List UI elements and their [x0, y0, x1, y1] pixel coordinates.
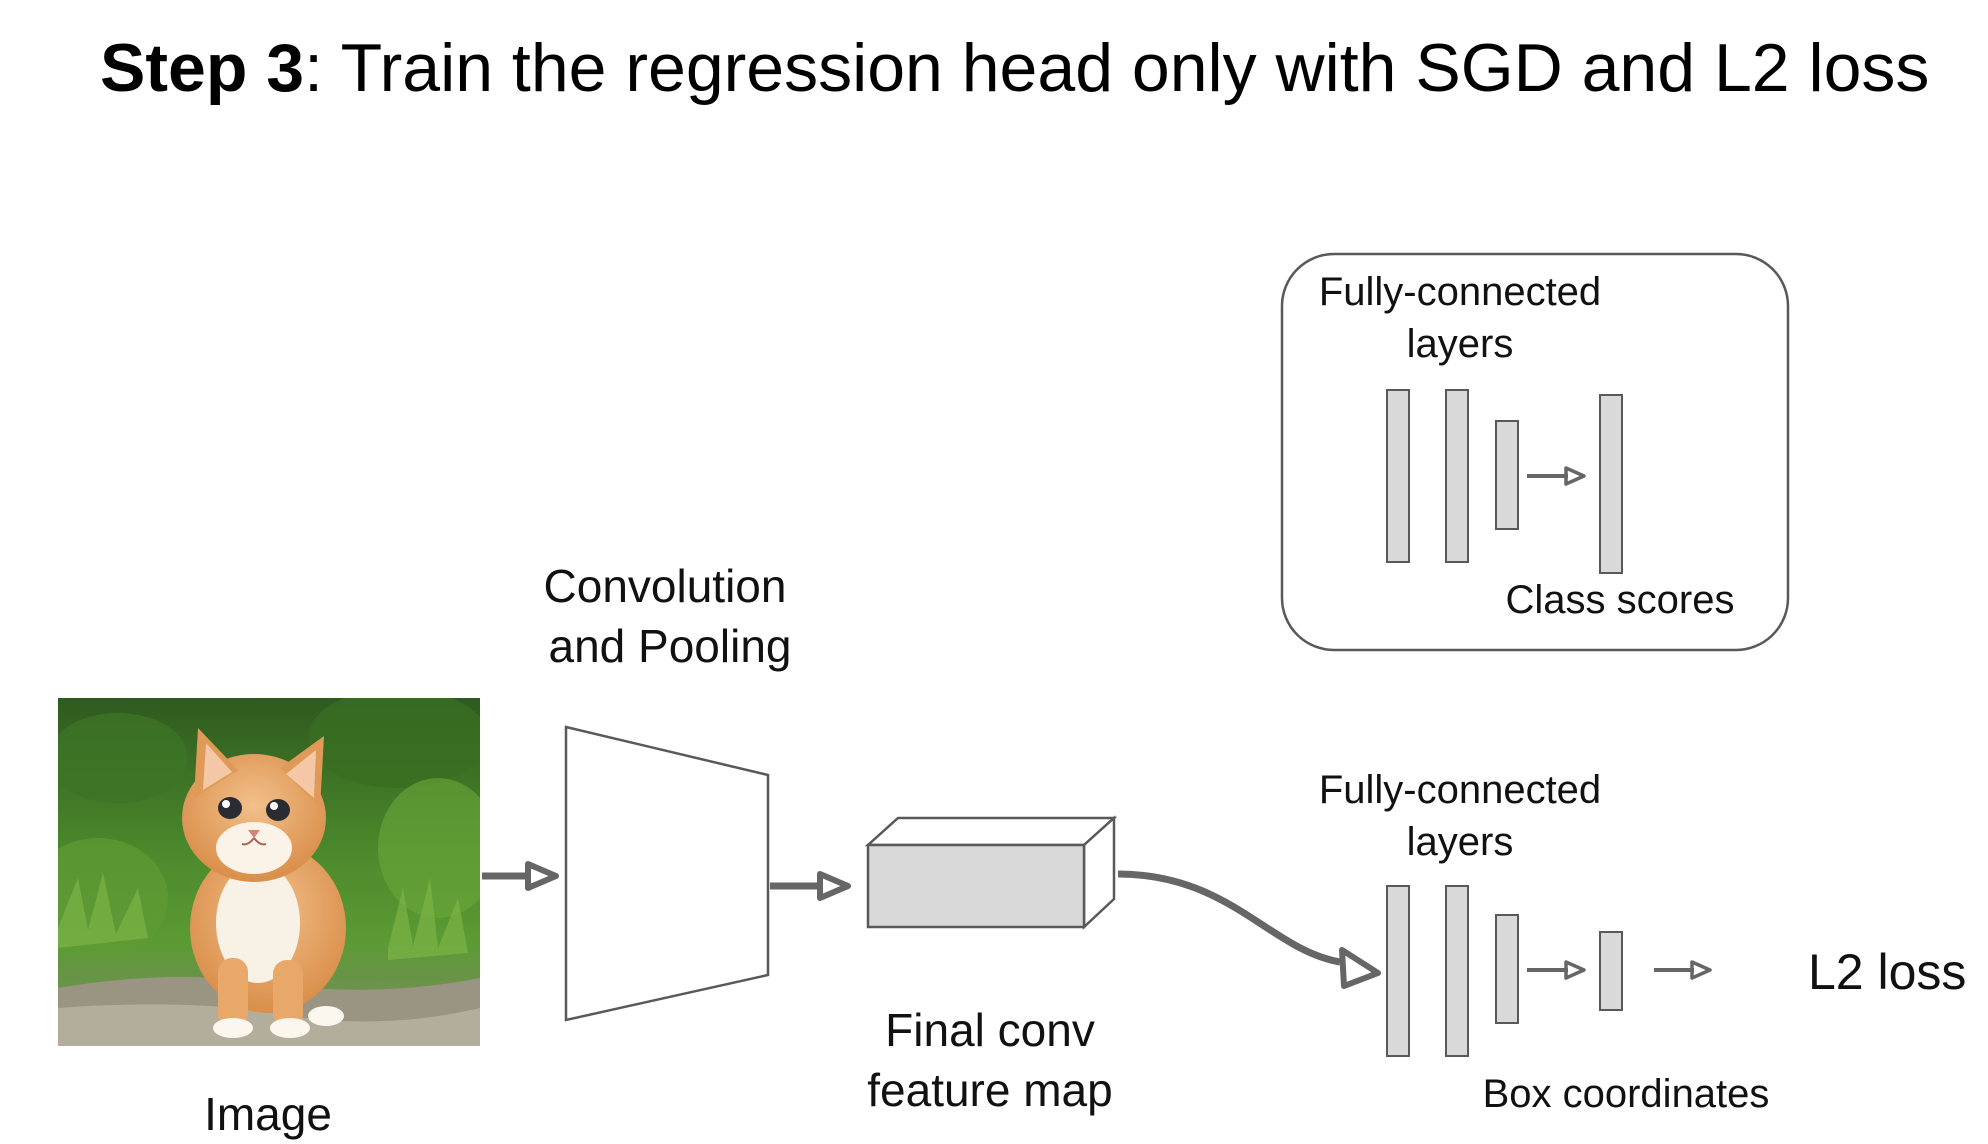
title-step: Step 3 — [100, 30, 305, 106]
image-label: Image — [204, 1088, 332, 1140]
arrow-image-to-conv — [482, 861, 559, 891]
feature-label-line2: feature map — [867, 1064, 1113, 1116]
arrow-box-to-loss — [1654, 960, 1712, 980]
feature-label-line1: Final conv — [885, 1004, 1095, 1056]
conv-pool-trapezoid — [564, 725, 770, 1022]
fc-top-bar-2 — [1445, 389, 1469, 563]
feature-map-box — [864, 815, 1118, 930]
kitten-illustration — [58, 698, 480, 1046]
box-coordinates-label: Box coordinates — [1482, 1072, 1770, 1116]
arrow-fc-top-to-scores — [1527, 466, 1586, 486]
fc-bottom-label-line2: layers — [1406, 820, 1514, 864]
fc-top-label-line1: Fully-connected — [1318, 270, 1602, 314]
fc-top-bar-3 — [1495, 420, 1519, 530]
fc-top-label-line2: layers — [1406, 322, 1514, 366]
class-scores-label: Class scores — [1505, 578, 1735, 622]
conv-label-line1: Convolution — [543, 560, 787, 612]
box-coordinates-bar — [1599, 931, 1623, 1011]
class-head-frame — [1280, 252, 1790, 652]
arrow-fc-bottom-to-box — [1527, 960, 1586, 980]
l2-loss-label: L2 loss — [1808, 944, 1967, 1000]
fc-bottom-bar-3 — [1495, 914, 1519, 1024]
kitten-image — [58, 698, 480, 1046]
arrow-conv-to-feature — [770, 871, 851, 901]
arrow-feature-to-fc-bottom — [1117, 870, 1381, 989]
conv-label-line2: and Pooling — [548, 620, 792, 672]
slide-title: Step 3: Train the regression head only w… — [100, 34, 1929, 102]
fc-top-bar-1 — [1386, 389, 1410, 563]
fc-bottom-bar-2 — [1445, 885, 1469, 1057]
class-scores-bar — [1599, 394, 1623, 574]
fc-bottom-bar-1 — [1386, 885, 1410, 1057]
fc-bottom-label-line1: Fully-connected — [1318, 768, 1602, 812]
title-text: : Train the regression head only with SG… — [304, 30, 1930, 106]
